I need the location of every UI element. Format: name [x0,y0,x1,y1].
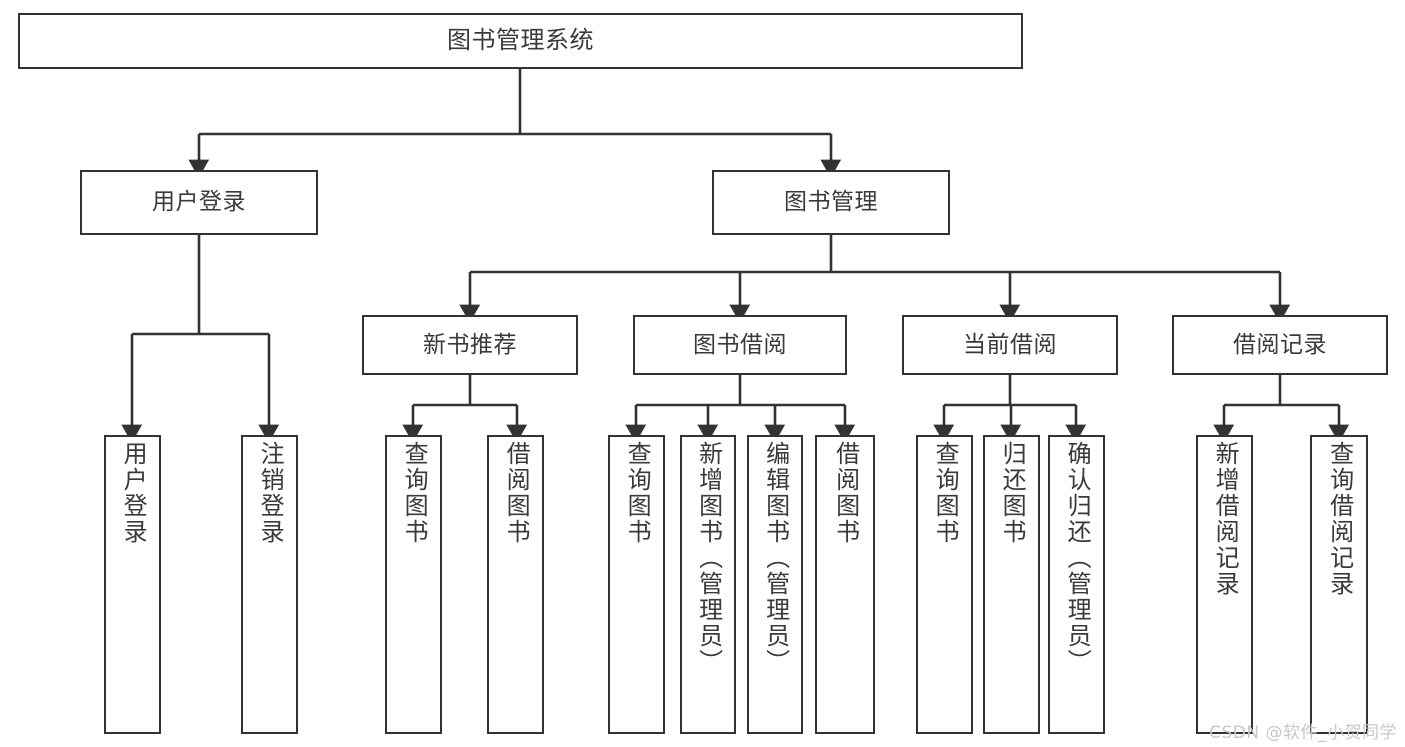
node-label: 图书管理系统 [447,26,594,55]
connector-paths [121,69,1350,443]
node-leaf-query-book-2[interactable]: 查询图书 [608,435,665,734]
node-borrow-record[interactable]: 借阅记录 [1172,315,1388,375]
node-label: 图书管理 [784,189,878,216]
node-book-borrow[interactable]: 图书借阅 [633,315,847,375]
node-leaf-query-book-1[interactable]: 查询图书 [385,435,442,734]
node-root[interactable]: 图书管理系统 [18,13,1023,69]
node-label: 当前借阅 [963,331,1057,358]
node-label: 用户登录 [119,441,148,545]
node-leaf-add-record[interactable]: 新增借阅记录 [1196,435,1253,734]
node-leaf-user-login[interactable]: 用户登录 [104,435,161,734]
connector-current-borrow-to-leaves [933,375,1087,443]
node-label: 新增图书（管理员） [694,441,723,675]
node-user-login[interactable]: 用户登录 [80,170,318,235]
node-label: 确认归还（管理员） [1063,441,1092,675]
node-label: 查询借阅记录 [1325,441,1354,597]
node-leaf-borrow-book-2[interactable]: 借阅图书 [815,435,875,734]
node-label: 编辑图书（管理员） [761,441,790,675]
node-current-borrow[interactable]: 当前借阅 [902,315,1118,375]
node-label: 用户登录 [152,189,246,216]
node-label: 查询图书 [400,441,429,545]
connector-borrow-record-to-leaves [1213,375,1350,443]
node-label: 归还图书 [998,441,1027,545]
node-label: 查询图书 [931,441,960,545]
node-book-manage[interactable]: 图书管理 [712,170,950,235]
node-leaf-add-book[interactable]: 新增图书（管理员） [680,435,736,734]
node-label: 新增借阅记录 [1211,441,1240,597]
node-label: 图书借阅 [693,331,787,358]
node-label: 新书推荐 [423,331,517,358]
connector-new-book-rec-to-leaves [402,375,528,443]
node-leaf-borrow-book-1[interactable]: 借阅图书 [487,435,544,734]
node-leaf-return-book[interactable]: 归还图书 [983,435,1040,734]
connector-book-borrow-to-leaves [625,375,856,443]
connector-book-manage-to-level3 [459,235,1291,323]
node-label: 借阅图书 [502,441,531,545]
node-label: 注销登录 [256,441,285,545]
connector-root-to-level2 [188,69,842,178]
node-new-book-rec[interactable]: 新书推荐 [362,315,578,375]
node-leaf-query-book-3[interactable]: 查询图书 [916,435,973,734]
node-leaf-query-record[interactable]: 查询借阅记录 [1310,435,1368,734]
node-leaf-confirm-return[interactable]: 确认归还（管理员） [1048,435,1105,734]
csdn-watermark: CSDN @软件_小贺同学 [1209,723,1397,743]
node-label: 借阅图书 [831,441,860,545]
node-label: 借阅记录 [1233,331,1327,358]
node-leaf-edit-book[interactable]: 编辑图书（管理员） [747,435,803,734]
node-label: 查询图书 [623,441,652,545]
node-leaf-logout[interactable]: 注销登录 [241,435,298,734]
connector-user-login-to-leaves [121,235,280,443]
